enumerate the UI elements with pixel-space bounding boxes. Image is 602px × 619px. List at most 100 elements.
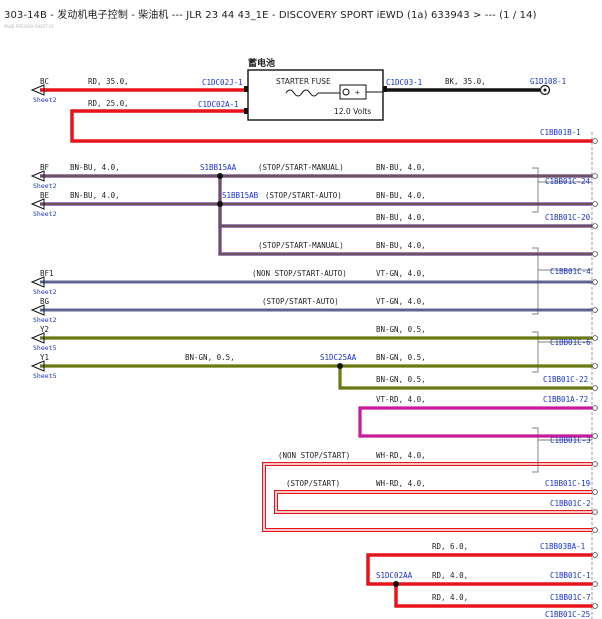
connector-c1bb01c-25[interactable]: C1BB01C-25 bbox=[545, 610, 590, 619]
battery-volts: 12.0 Volts bbox=[334, 107, 371, 116]
svg-text:BF: BF bbox=[40, 163, 50, 172]
battery-cell bbox=[339, 84, 367, 100]
page-title: 303-14B - 发动机电子控制 - 柴油机 --- JLR 23 44 43… bbox=[4, 10, 537, 21]
left-signal-bg[interactable]: BG Sheet2 bbox=[30, 297, 57, 324]
left-signal-bf[interactable]: BF Sheet2 bbox=[30, 163, 57, 190]
starter-fuse-label: STARTER FUSE bbox=[276, 77, 331, 86]
wire-wh1-outer bbox=[262, 462, 592, 532]
wire-label-y1: BN-GN, 0.5, bbox=[185, 353, 235, 362]
wire-label-rd2: RD, 4.0, bbox=[432, 571, 468, 580]
svg-text:BE: BE bbox=[40, 191, 50, 200]
ground-symbol-dot bbox=[543, 88, 547, 92]
wire-label-r4: BN-BU, 4.0, bbox=[376, 241, 426, 250]
wire-label-r3: BN-BU, 4.0, bbox=[376, 213, 426, 222]
signal-stop: (STOP/START) bbox=[286, 479, 340, 488]
wire-label-rd3: RD, 4.0, bbox=[432, 593, 468, 602]
pin-nub bbox=[383, 86, 387, 92]
connector-c1bb01c-19[interactable]: C1BB01C-19 bbox=[545, 479, 590, 488]
wire-label-bf: BN-BU, 4.0, bbox=[70, 163, 120, 172]
signal-manual2: (STOP/START-MANUAL) bbox=[258, 241, 344, 250]
signal-id: BC bbox=[40, 77, 49, 86]
battery-title: 蓄电池 bbox=[248, 57, 275, 69]
connector-brackets bbox=[532, 167, 592, 473]
connector-c1bb01c-22[interactable]: C1BB01C-22 bbox=[543, 375, 588, 384]
wire-label-r1: BN-BU, 4.0, bbox=[376, 163, 426, 172]
wire-r3-stripe bbox=[219, 204, 592, 227]
connector-c1bb01c-24[interactable]: C1BB01C-24 bbox=[545, 177, 591, 186]
wire-rd1 bbox=[366, 553, 592, 586]
wire-label-vt: VT-RD, 4.0, bbox=[376, 395, 426, 404]
signal-nonstop: (NON STOP/START) bbox=[278, 451, 350, 460]
splice-dot-s1 bbox=[217, 173, 223, 179]
connector-c1bb01c-6[interactable]: C1BB01C-6 bbox=[550, 338, 591, 347]
wire-wh2-core bbox=[275, 491, 592, 513]
wire-label-rd1: RD, 6.0, bbox=[432, 542, 468, 551]
svg-text:BF1: BF1 bbox=[40, 269, 54, 278]
splice-s1bb15aa: S1BB15AA bbox=[200, 163, 237, 172]
wire-y1-branch bbox=[338, 366, 592, 390]
wire-label-y1b: BN-GN, 0.5, bbox=[376, 353, 426, 362]
svg-text:Sheet2: Sheet2 bbox=[33, 288, 57, 296]
pin-nub bbox=[244, 86, 248, 92]
pin-c1dc03-1: C1DC03-1 bbox=[386, 78, 422, 87]
signal-auto: (STOP/START-AUTO) bbox=[265, 191, 342, 200]
left-signal-bc[interactable]: BC Sheet2 bbox=[30, 77, 57, 104]
signal-manual1: (STOP/START-MANUAL) bbox=[258, 163, 344, 172]
splice-dot-s2 bbox=[217, 201, 223, 207]
connector-c1bb01b-1[interactable]: C1BB01B-1 bbox=[540, 128, 581, 137]
connector-c1bb01c-4[interactable]: C1BB01C-4 bbox=[550, 267, 591, 276]
svg-text:Sheet2: Sheet2 bbox=[33, 182, 57, 190]
svg-text:Y2: Y2 bbox=[40, 325, 49, 334]
splice-s1bb15ab: S1BB15AB bbox=[222, 191, 259, 200]
svg-text:Sheet5: Sheet5 bbox=[33, 372, 57, 380]
signal-nonauto: (NON STOP/START-AUTO) bbox=[252, 269, 347, 278]
battery-terminal bbox=[342, 88, 350, 96]
ground-label: G1D108-1 bbox=[530, 77, 566, 86]
signal-sheet: Sheet2 bbox=[33, 96, 57, 104]
connector-c1bb01c-20[interactable]: C1BB01C-20 bbox=[545, 213, 591, 222]
splice-dot-s4 bbox=[393, 581, 399, 587]
wire-wh2-outer bbox=[274, 490, 592, 514]
svg-text:Sheet5: Sheet5 bbox=[33, 344, 57, 352]
wire-label-r2: BN-BU, 4.0, bbox=[376, 191, 426, 200]
connector-c1bb01a-72[interactable]: C1BB01A-72 bbox=[543, 395, 588, 404]
signal-auto2: (STOP/START-AUTO) bbox=[262, 297, 339, 306]
wire-vt-rd bbox=[358, 406, 592, 438]
wire-label-ground: BK, 35.0, bbox=[445, 77, 486, 86]
left-signal-be[interactable]: BE Sheet2 bbox=[30, 191, 57, 218]
svg-text:Sheet2: Sheet2 bbox=[33, 316, 57, 324]
left-signal-y2[interactable]: Y2 Sheet5 bbox=[30, 325, 57, 352]
page-subtitle: PAGE-PREVIEW.SHEET-01 bbox=[4, 24, 55, 29]
connector-c1bb01c-7[interactable]: C1BB01C-7 bbox=[550, 593, 591, 602]
connector-c1bb01c-1[interactable]: C1BB01C-1 bbox=[550, 571, 591, 580]
wire-label-y2: BN-GN, 0.5, bbox=[376, 325, 426, 334]
ground-symbol bbox=[539, 84, 551, 96]
svg-text:Sheet2: Sheet2 bbox=[33, 210, 57, 218]
wire-wh1-core bbox=[263, 463, 592, 531]
pin-c1dc02a-1: C1DC02A-1 bbox=[198, 100, 239, 109]
left-signal-y1[interactable]: Y1 Sheet5 bbox=[30, 353, 57, 380]
battery-box bbox=[247, 69, 384, 121]
wire-rd3 bbox=[394, 584, 592, 608]
connector-c1bb01c-2[interactable]: C1BB01C-2 bbox=[550, 499, 591, 508]
wire-bat-rd25 bbox=[70, 109, 592, 143]
pin-c1dc02j-1: C1DC02J-1 bbox=[202, 78, 243, 87]
left-signal-bf1[interactable]: BF1 Sheet2 bbox=[30, 269, 57, 296]
wire-label-g3: BN-GN, 0.5, bbox=[376, 375, 426, 384]
splice-dot-s3 bbox=[337, 363, 343, 369]
wire-label-bf1: VT-GN, 4.0, bbox=[376, 269, 426, 278]
svg-text:BG: BG bbox=[40, 297, 50, 306]
connector-pins bbox=[592, 138, 598, 609]
wire-label-bat2: RD, 25.0, bbox=[88, 99, 129, 108]
pin-nub bbox=[244, 108, 248, 114]
fuse-symbol bbox=[285, 89, 319, 97]
splice-s1dc02aa: S1DC02AA bbox=[376, 571, 413, 580]
wire-label-be: BN-BU, 4.0, bbox=[70, 191, 120, 200]
wire-label-wh1: WH-RD, 4.0, bbox=[376, 451, 426, 460]
connector-c1bb01c-3[interactable]: C1BB01C-3 bbox=[550, 436, 591, 445]
splice-s1dc25aa: S1DC25AA bbox=[320, 353, 357, 362]
svg-text:Y1: Y1 bbox=[40, 353, 49, 362]
connector-c1bb03ba-1[interactable]: C1BB03BA-1 bbox=[540, 542, 585, 551]
wire-label-wh2: WH-RD, 4.0, bbox=[376, 479, 426, 488]
